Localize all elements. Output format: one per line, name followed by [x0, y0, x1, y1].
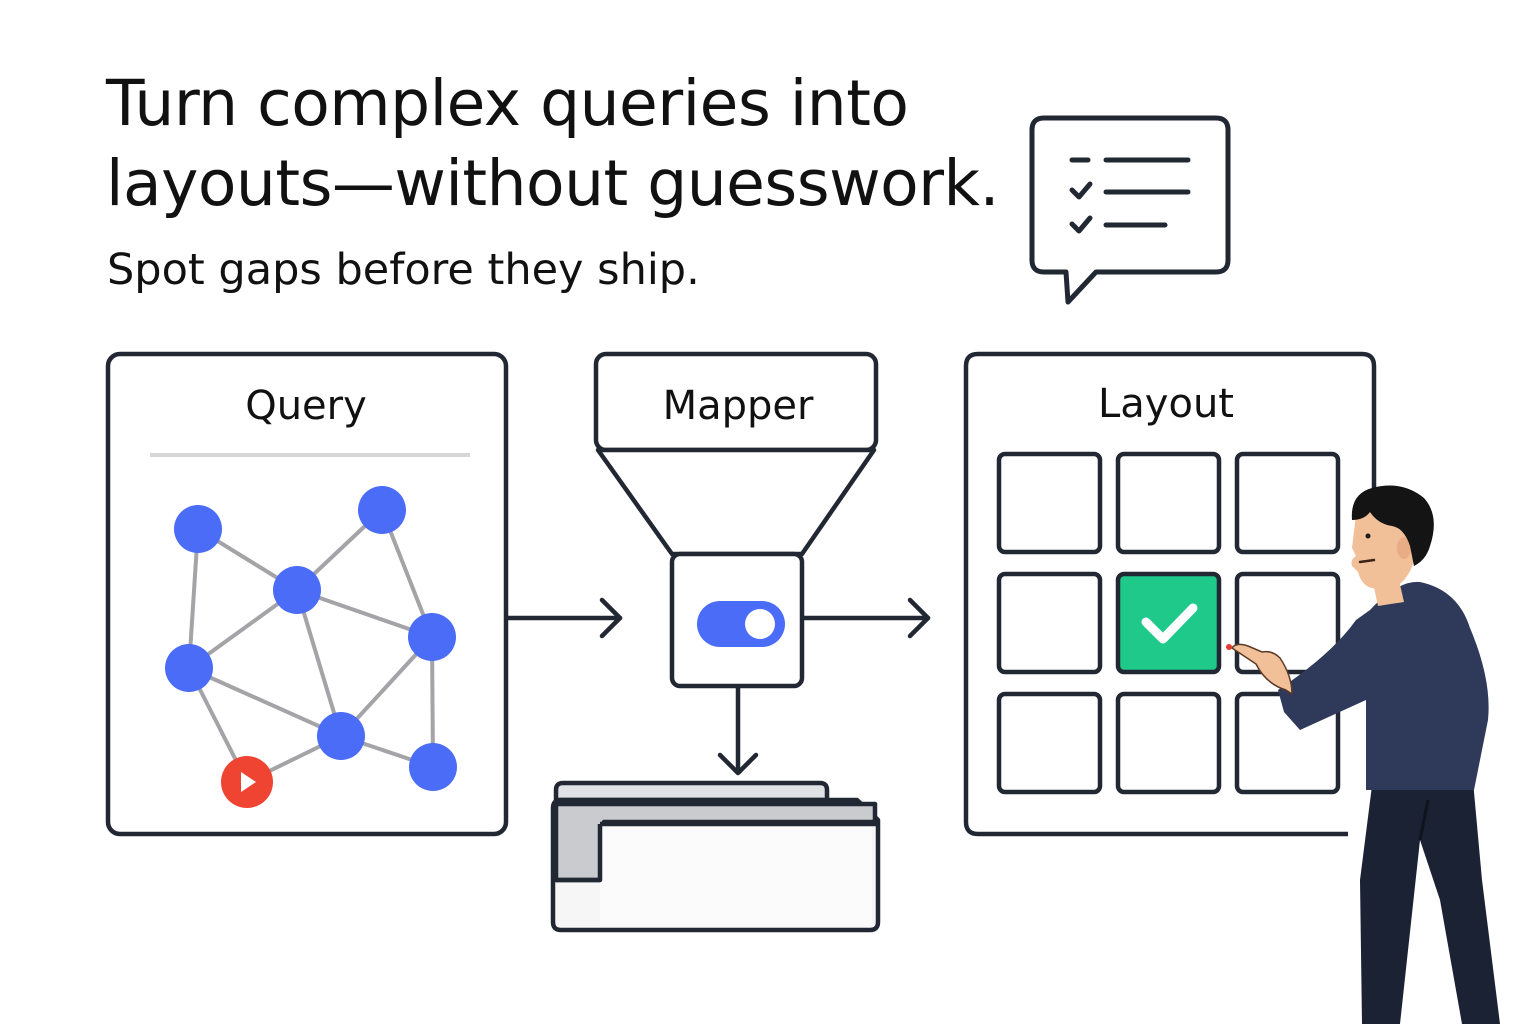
layout-cell	[1115, 451, 1222, 555]
graph-node	[409, 743, 457, 791]
subheadline: Spot gaps before they ship.	[107, 245, 700, 295]
headline: Turn complex queries into layouts—withou…	[106, 64, 1000, 224]
arrow-mapper-to-layout	[799, 597, 931, 639]
graph-node	[273, 566, 321, 614]
mapper-label: Mapper	[663, 383, 814, 429]
graph-node	[358, 486, 406, 534]
graph-node	[317, 712, 365, 760]
graph-nodes	[165, 486, 457, 791]
layout-box: Layout	[963, 351, 1377, 837]
headline-line-1: Turn complex queries into	[106, 67, 909, 140]
layout-cell	[1234, 451, 1341, 555]
mapper: Mapper	[593, 351, 879, 689]
toggle-icon	[697, 601, 785, 647]
layout-grid	[996, 451, 1341, 795]
layout-cell	[1115, 691, 1222, 795]
graph-node	[165, 644, 213, 692]
layout-cell	[996, 451, 1103, 555]
graph-node	[174, 505, 222, 553]
layout-cell	[996, 571, 1103, 675]
person-illustration	[1226, 485, 1500, 1024]
layout-cell	[996, 691, 1103, 795]
headline-line-2: layouts—without guesswork.	[106, 147, 1000, 220]
query-graph	[165, 486, 457, 808]
arrow-query-to-mapper	[505, 597, 623, 639]
query-label: Query	[245, 383, 367, 429]
mapper-funnel	[595, 447, 877, 557]
layout-cell-checked	[1115, 571, 1222, 675]
layout-label: Layout	[1098, 381, 1234, 427]
output-tray	[550, 780, 881, 933]
speech-bubble-checklist-icon	[1029, 115, 1231, 305]
graph-node	[408, 613, 456, 661]
play-icon	[221, 756, 273, 808]
checkmark-icon	[1141, 603, 1198, 644]
arrow-mapper-to-output	[717, 683, 759, 776]
